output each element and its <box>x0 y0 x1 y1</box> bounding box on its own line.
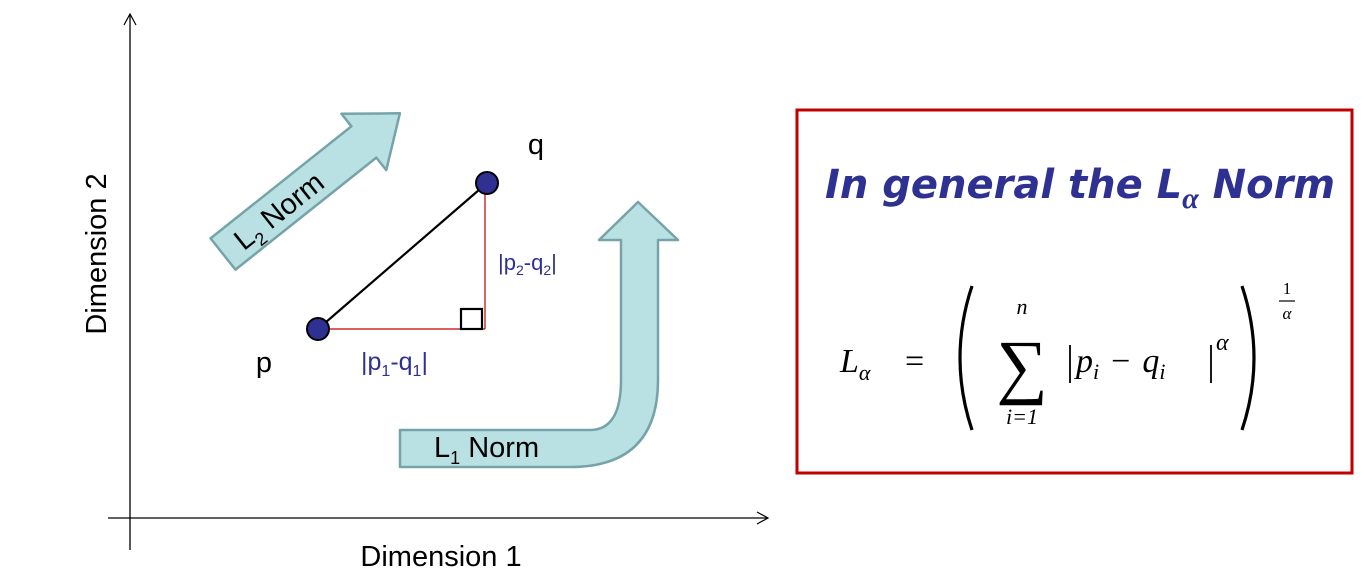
sum-symbol: ∑ <box>996 326 1047 406</box>
inner-exponent: α <box>1216 330 1229 356</box>
l1-norm-label: L1 Norm <box>434 432 539 468</box>
left-paren <box>958 285 974 431</box>
formula-lhs: Lα <box>839 343 871 385</box>
point-p <box>306 317 330 341</box>
sum-lower-limit: i=1 <box>1006 404 1038 429</box>
l-alpha-formula: Lα = n ∑ i=1 pi−qi α 1 α <box>839 279 1295 431</box>
l1-norm-arrow <box>398 200 680 469</box>
formula-box-title: In general the Lα Norm <box>825 162 1335 215</box>
segment-p-q <box>317 182 488 330</box>
outer-exponent-denominator: α <box>1283 304 1293 323</box>
formula-box: In general the Lα Norm Lα = n ∑ i=1 pi−q… <box>795 108 1354 475</box>
vertical-distance-label: |p2-q2| <box>498 250 557 278</box>
formula-box-border <box>795 108 1354 475</box>
point-q-label: q <box>528 129 544 161</box>
point-q <box>475 171 499 195</box>
x-axis-label: Dimension 1 <box>360 541 521 573</box>
point-p-label: p <box>256 347 272 379</box>
formula-body: pi−qi <box>1074 343 1165 384</box>
outer-exponent-numerator: 1 <box>1283 279 1292 298</box>
horizontal-distance-label: |p1-q1| <box>361 348 428 380</box>
right-paren <box>1240 285 1256 431</box>
sum-upper-limit: n <box>1017 294 1028 319</box>
l2-norm-arrow: L2 Norm <box>209 112 402 271</box>
right-angle-marker <box>459 307 484 331</box>
y-axis-label: Dimension 2 <box>81 173 113 334</box>
l2-arrow-shape <box>209 112 402 271</box>
formula-equals: = <box>905 343 924 380</box>
